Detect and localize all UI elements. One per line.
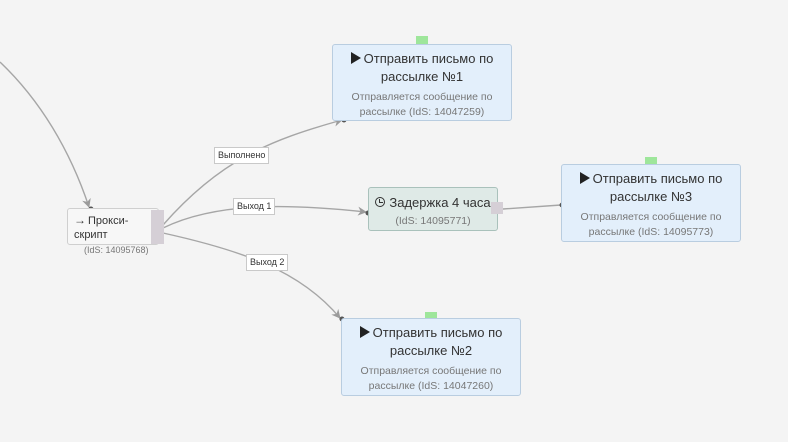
play-icon [359,326,370,338]
email1-title-line1: Отправить письмо по [363,51,494,66]
email3-desc-line1: Отправляется сообщение по [580,211,722,223]
clock-icon [375,197,386,207]
wire-delay-email3 [502,204,562,210]
edge-label-exit1[interactable]: Выход 1 [233,198,276,215]
email1-desc-line1: Отправляется сообщение по [351,91,493,103]
edge-label-exit2[interactable]: Выход 2 [246,254,289,271]
email2-title-line2: рассылке №2 [389,343,473,358]
email3-title-line2: рассылке №3 [609,189,693,204]
email3-title-line1: Отправить письмо по [592,171,723,186]
proxy-title: Прокси-скрипт [74,215,129,241]
arrow-right-icon: → [74,213,86,227]
proxy-output-handle[interactable] [151,210,164,244]
email3-desc-line2: рассылке (IdS: 14095773) [588,226,714,238]
proxy-id: (IdS: 14095768) [84,245,149,255]
delay-node[interactable]: Задержка 4 часа (IdS: 14095771) [368,187,498,231]
delay-output-handle[interactable] [491,202,503,214]
email2-desc-line2: рассылке (IdS: 14047260) [368,380,494,392]
email1-desc-line2: рассылке (IdS: 14047259) [359,106,485,118]
wire-exit2 [162,232,341,319]
delay-id: (IdS: 14095771) [395,215,471,227]
email-node-2[interactable]: Отправить письмо по рассылке №2 Отправля… [341,318,521,396]
email-node-3[interactable]: Отправить письмо по рассылке №3 Отправля… [561,164,741,242]
email1-title-line2: рассылке №1 [380,69,464,84]
email-node-1[interactable]: Отправить письмо по рассылке №1 Отправля… [332,44,512,121]
email2-title-line1: Отправить письмо по [372,325,503,340]
delay-title: Задержка 4 часа [389,195,491,210]
email2-desc-line1: Отправляется сообщение по [360,365,502,377]
proxy-script-node[interactable]: →Прокси-скрипт (IdS: 14095768) [67,208,159,255]
play-icon [579,172,590,184]
play-icon [350,52,361,64]
wire-incoming [0,61,91,208]
edge-label-done[interactable]: Выполнено [214,147,270,164]
